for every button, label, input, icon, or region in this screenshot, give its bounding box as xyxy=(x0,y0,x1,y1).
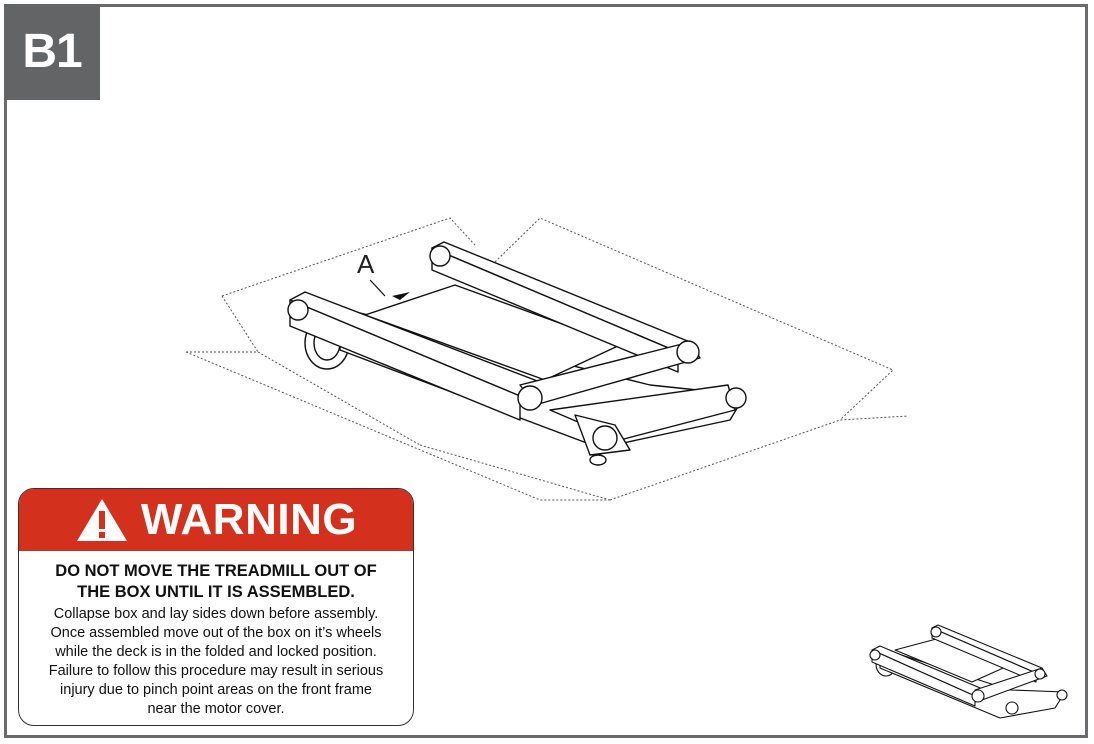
box-outline xyxy=(185,217,909,501)
warning-header: WARNING xyxy=(19,489,413,551)
page-frame xyxy=(4,4,1088,738)
part-a-leader xyxy=(369,279,386,297)
warning-headline-line: THE BOX UNTIL IT IS ASSEMBLED. xyxy=(77,583,355,601)
warning-body-line: while the deck is in the folded and lock… xyxy=(55,644,377,660)
warning-body-line: near the motor cover. xyxy=(147,701,285,717)
warning-body-line: Failure to follow this procedure may res… xyxy=(48,663,384,679)
warning-body-line: injury due to pinch point areas on the f… xyxy=(60,682,372,698)
part-a-marker xyxy=(392,292,410,300)
warning-headline-line: DO NOT MOVE THE TREADMILL OUT OF xyxy=(55,562,377,580)
warning-headline: DO NOT MOVE THE TREADMILL OUT OF THE BOX… xyxy=(19,561,413,603)
warning-body: Collapse box and lay sides down before a… xyxy=(19,605,413,719)
part-label-a: A xyxy=(357,249,375,279)
warning-triangle-icon xyxy=(76,499,127,541)
step-label: B1 xyxy=(4,4,100,100)
treadmill-main xyxy=(287,241,747,466)
warning-body-line: Once assembled move out of the box on it… xyxy=(50,625,382,641)
warning-panel: WARNING DO NOT MOVE THE TREADMILL OUT OF… xyxy=(18,488,414,726)
warning-title: WARNING xyxy=(140,495,358,544)
thumbnail-treadmill xyxy=(869,624,1068,719)
warning-body-line: Collapse box and lay sides down before a… xyxy=(53,606,379,622)
